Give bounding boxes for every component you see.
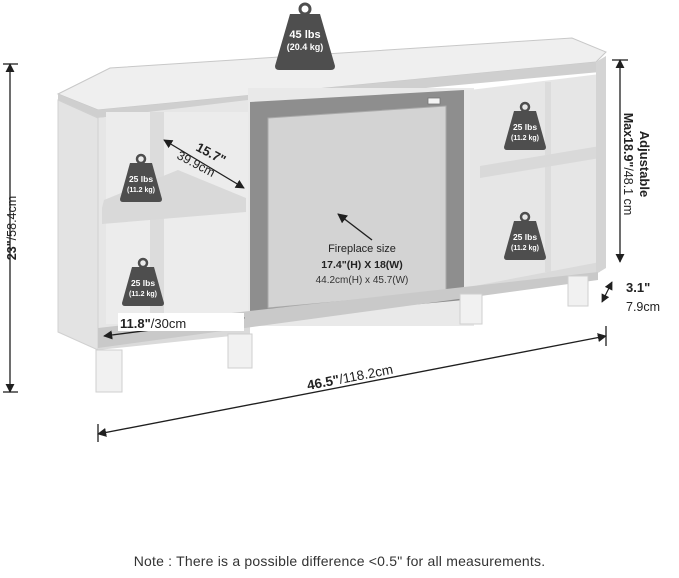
leg-height-metric: 7.9cm [626,300,660,314]
shelf-width-label-bg [118,313,244,331]
height-label: 23"/58.4cm [5,196,19,260]
right-cabinet [470,74,600,292]
weight-icon [122,257,164,306]
shelf-width-metric: /30cm [151,316,186,331]
tv-stand [56,37,607,393]
weight-icon [275,2,335,70]
measurement-note: Note : There is a possible difference <0… [133,553,546,569]
leg-front-left [95,349,123,393]
adjustable-metric: /48.1 cm [621,167,635,215]
leg-back-right [567,275,589,307]
left-side-panel [57,99,99,351]
shelf-width-imperial: 11.8" [120,316,151,331]
width-metric: /118.2cm [338,362,394,387]
weight-icon [120,153,162,202]
weight-icon [504,211,546,260]
weight-icon-upper-left-shelf: 25 lbs (11.2 kg) [120,153,162,202]
lower-left-shelf-kg: (11.2 kg) [129,291,157,298]
weight-icon-lower-right-shelf: 25 lbs (11.2 kg) [504,211,546,260]
fireplace-control-panel [427,97,441,105]
weight-icon-total: 45 lbs (20.4 kg) [275,2,335,70]
upper-left-shelf-kg: (11.2 kg) [127,187,155,194]
right-upper-shelf [480,146,600,178]
lower-right-shelf-kg: (11.2 kg) [511,245,539,252]
lower-right-shelf-lbs: 25 lbs [513,232,537,242]
right-inner-divider [545,82,551,272]
upper-right-shelf-lbs: 25 lbs [513,122,537,132]
weight-icon [504,101,546,150]
lower-left-shelf-lbs: 25 lbs [131,278,155,288]
leg-front-middle [227,333,253,369]
upper-right-shelf-kg: (11.2 kg) [511,135,539,142]
fireplace-arrow-icon [337,213,373,241]
height-metric: /58.4cm [5,196,19,240]
total-weight-kg: (20.4 kg) [287,42,324,52]
weight-icon-lower-left-shelf: 25 lbs (11.2 kg) [122,257,164,306]
total-weight-lbs: 45 lbs [289,29,320,41]
shelf-depth-line [163,139,245,189]
height-imperial: 23" [5,240,19,260]
width-label: 46.5"/118.2cm [306,362,394,393]
adjustable-imperial: Max18.9" [621,113,635,168]
adjustable-value: Max18.9"/48.1 cm [621,113,635,216]
fireplace-size-metric: 44.2cm(H) x 45.7(W) [316,275,409,286]
weight-icon-upper-right-shelf: 25 lbs (11.2 kg) [504,101,546,150]
shelf-width-label: 11.8"/30cm [120,316,186,331]
leg-middle-right [459,293,483,325]
width-dimension-line [97,333,607,437]
fireplace-size-imperial: 17.4"(H) X 18(W) [321,259,402,271]
leg-height-imperial: 3.1" [626,280,650,295]
width-imperial: 46.5" [306,372,341,393]
adjustable-label: Adjustable [637,131,652,197]
leg-height-line [601,281,613,303]
fireplace-size-title: Fireplace size [328,243,396,255]
right-side-panel [596,56,606,274]
upper-left-shelf-lbs: 25 lbs [129,174,153,184]
